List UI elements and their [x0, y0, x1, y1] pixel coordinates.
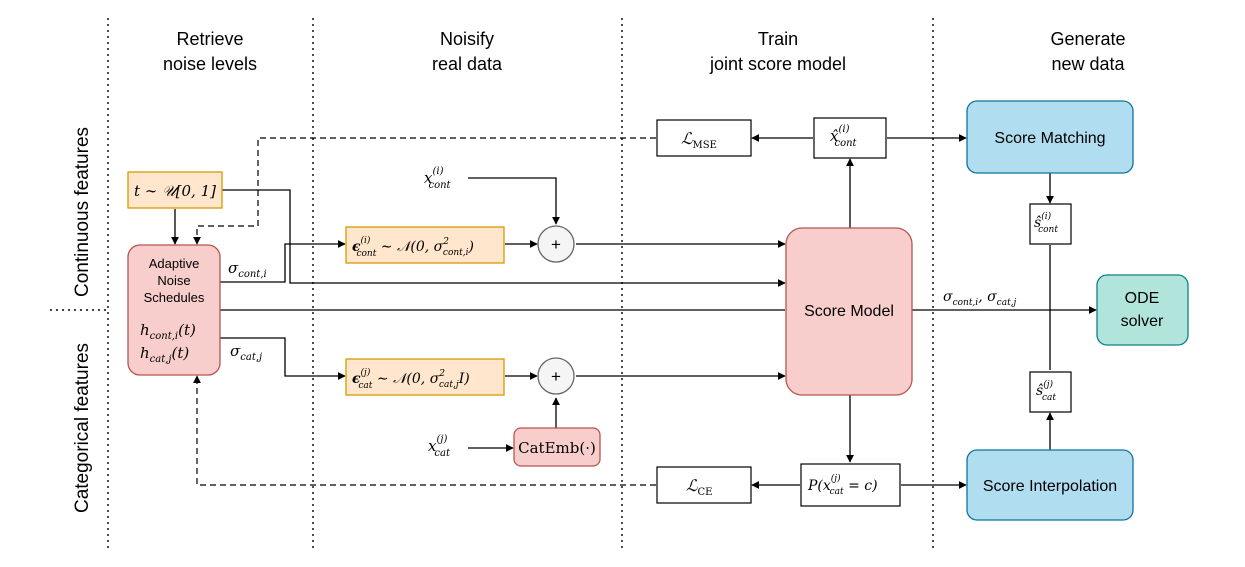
node-prob-cat: P(x(j)cat = c) — [800, 463, 901, 507]
plus-cat-symbol: + — [551, 367, 561, 386]
t-sample-text: t ∼ 𝒰[0, 1] — [134, 182, 216, 200]
h-cat-formula: hcat,j(t) — [140, 344, 189, 365]
node-plus-cont: + — [537, 225, 575, 263]
col2-header-line2: real data — [432, 54, 503, 74]
prob-cat-text: P(x(j)cat = c) — [807, 473, 878, 497]
sigma-both-label: σcont,i, σcat,j — [943, 289, 1017, 308]
score-interp-text: Score Interpolation — [983, 478, 1117, 495]
edge-ce-feedback — [193, 375, 656, 486]
col4-header-line1: Generate — [1050, 29, 1125, 49]
loss-ce-text: ℒCE — [686, 476, 712, 498]
ode-line1: ODE — [1125, 290, 1160, 307]
node-adaptive-noise-schedules: Adaptive Noise Schedules hcont,i(t) hcat… — [127, 244, 221, 376]
col1-header-line2: noise levels — [163, 54, 257, 74]
edge-sigma-cat — [220, 337, 346, 380]
node-xhat-cont: x̂(i)cont — [813, 117, 887, 159]
xhat-cont-text: x̂(i)cont — [830, 124, 858, 149]
edge-sigma-cont — [220, 240, 346, 283]
node-shat-cont: ŝ(i)cont — [1029, 203, 1072, 245]
node-score-model: Score Model — [785, 227, 913, 396]
adaptive-line1: Adaptive — [149, 256, 200, 271]
score-matching-text: Score Matching — [994, 130, 1105, 147]
node-plus-cat: + — [537, 357, 575, 395]
node-shat-cat: ŝ(j)cat — [1029, 371, 1072, 413]
edge-mse-feedback — [193, 137, 656, 245]
edge-xcont-to-plus — [468, 177, 560, 225]
col3-header-line1: Train — [758, 29, 798, 49]
sigma-cat-label: σcat,j — [230, 342, 262, 363]
shat-cont-text: ŝ(i)cont — [1034, 211, 1058, 235]
node-score-matching: Score Matching — [966, 100, 1134, 174]
column-separators — [50, 18, 934, 550]
col1-header-line1: Retrieve — [176, 29, 243, 49]
node-loss-ce: ℒCE — [656, 466, 752, 504]
ode-line2: solver — [1121, 313, 1164, 330]
col4-header-line2: new data — [1051, 54, 1125, 74]
sigma-cont-label: σcont,i — [228, 259, 267, 280]
node-loss-mse: ℒMSE — [656, 119, 752, 157]
adaptive-line3: Schedules — [144, 290, 205, 305]
score-model-text: Score Model — [804, 303, 894, 320]
node-t-sample: t ∼ 𝒰[0, 1] — [127, 171, 223, 209]
row-label-continuous: Continuous features — [72, 127, 93, 297]
column-headers: Retrieve noise levels Noisify real data … — [163, 29, 1126, 74]
row-label-categorical: Categorical features — [72, 343, 93, 513]
node-score-interpolation: Score Interpolation — [966, 449, 1134, 521]
edge-t-to-score — [222, 189, 786, 287]
catemb-text: CatEmb(·) — [518, 439, 596, 457]
shat-cat-text: ŝ(j)cat — [1036, 379, 1056, 403]
col3-header-line2: joint score model — [709, 54, 846, 74]
adaptive-line2: Noise — [157, 273, 190, 288]
edges — [171, 134, 1097, 489]
col2-header-line1: Noisify — [440, 29, 494, 49]
node-catemb: CatEmb(·) — [513, 427, 601, 467]
loss-mse-text: ℒMSE — [681, 129, 717, 151]
dashed-edges — [193, 137, 656, 486]
x-cat-label: x(j)cat — [428, 434, 451, 459]
h-cont-formula: hcont,i(t) — [140, 321, 196, 342]
plus-cont-symbol: + — [551, 235, 561, 254]
x-cont-label: x(i)cont — [424, 166, 452, 191]
node-ode-solver: ODE solver — [1096, 274, 1189, 346]
